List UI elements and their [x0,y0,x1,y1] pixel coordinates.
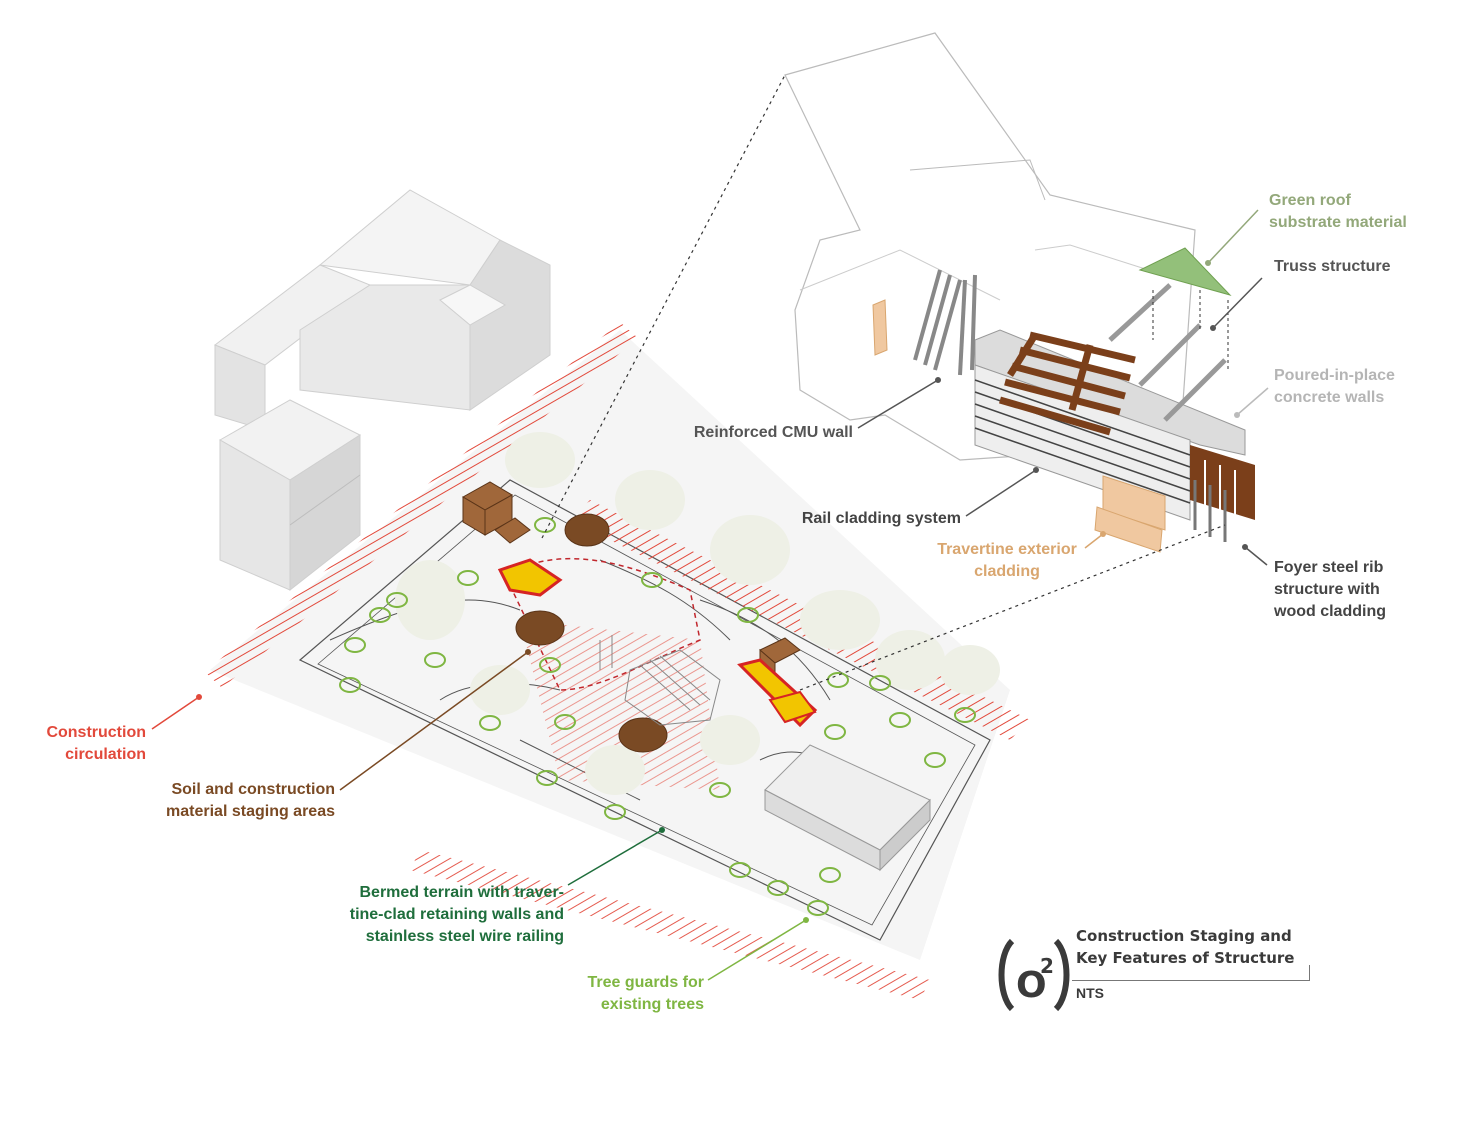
material-stacks [461,481,801,685]
existing-buildings [213,189,551,592]
label-bermed-terrain: Bermed terrain with traver- tine-clad re… [349,884,564,945]
construction-equipment [497,558,818,728]
title-block: O 2 Construction Staging and Key Feature… [998,925,1313,1020]
drawing-title: Construction Staging and Key Features of… [1076,927,1295,967]
structure-in-site [599,635,721,726]
title-rule-tick [1309,965,1310,981]
label-construction-circulation: Construction circulation [46,724,146,763]
existing-trees [395,432,1000,795]
title-rule [1072,980,1310,981]
adjacent-building [764,744,931,872]
label-staging-areas: Soil and construction material staging a… [166,781,335,820]
label-tree-guards: Tree guards for existing trees [587,974,704,1013]
leader-lines [151,209,1269,981]
projection-lines [541,74,1226,691]
label-travertine: Travertine exterior cladding [937,541,1077,580]
label-foyer-rib: Foyer steel rib structure with wood clad… [1274,559,1386,620]
label-poured-concrete: Poured-in-place concrete walls [1274,367,1395,406]
drawing-scale: NTS [1076,985,1104,1001]
label-truss: Truss structure [1274,258,1391,275]
mark-base: O [1016,965,1047,1006]
staging-areas [515,513,668,753]
mark-exponent: 2 [1040,954,1054,978]
tree-guards [339,517,976,916]
drawing-number-mark: O 2 [998,938,1070,1012]
label-rail-cladding: Rail cladding system [801,510,961,527]
label-reinforced-cmu: Reinforced CMU wall [693,424,853,441]
label-green-roof: Green roof substrate material [1269,192,1407,231]
exploded-structure [784,32,1255,553]
